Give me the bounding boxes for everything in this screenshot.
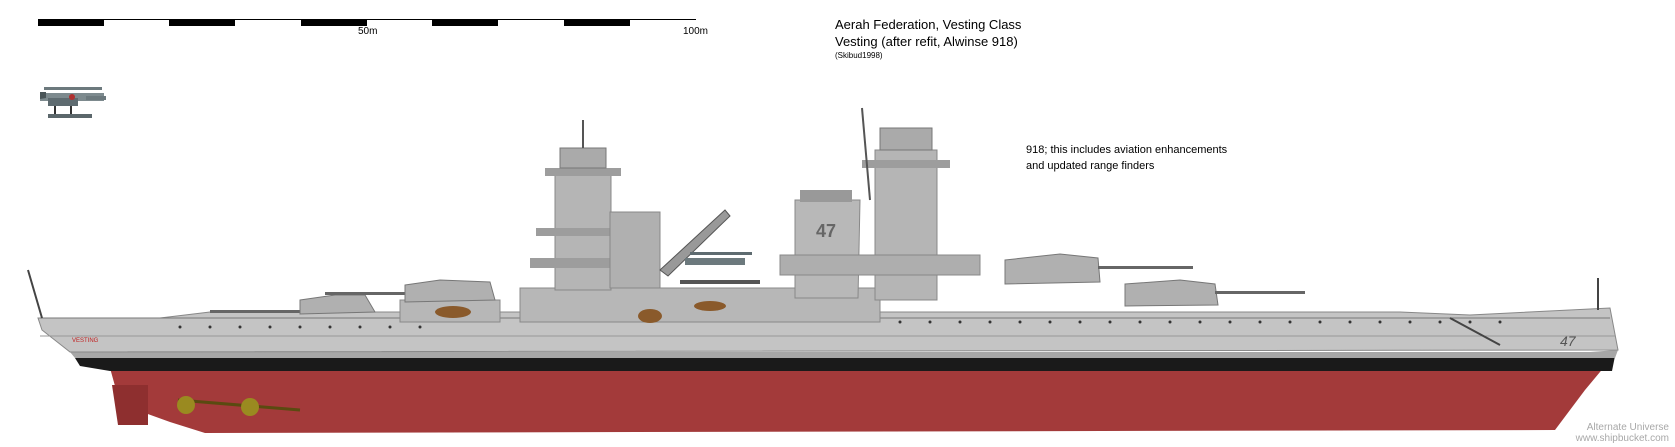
scale-bar: 50m 100m <box>38 17 708 37</box>
propeller <box>241 398 259 416</box>
stern-name: VESTING <box>72 338 99 344</box>
stern-flagstaff <box>27 269 43 319</box>
scale-label-50m: 50m <box>358 26 378 37</box>
aft-turret-upper <box>325 279 496 303</box>
boats <box>435 301 726 323</box>
scale-segment <box>169 20 235 26</box>
scale-label-100m: 100m <box>683 26 709 37</box>
boot-top <box>75 356 1615 371</box>
aft-lower-platform <box>530 258 640 268</box>
author-credit: (Skibud1998) <box>835 51 883 60</box>
scale-segment <box>301 20 367 26</box>
refit-note: 918; this includes aviation enhancements… <box>1026 142 1227 174</box>
scale-bar-line <box>38 19 696 20</box>
aft-turret-lower <box>210 294 376 315</box>
site-credit: Alternate Universe www.shipbucket.com <box>1576 422 1669 444</box>
lower-hull <box>110 360 1610 433</box>
seaplane-icon <box>40 87 106 118</box>
forward-platform <box>862 160 950 168</box>
funnel-pennant: 47 <box>816 221 836 241</box>
funnel <box>794 199 861 299</box>
rudder <box>112 385 148 425</box>
aircraft-crane <box>659 209 731 277</box>
title-line-1: Aerah Federation, Vesting Class <box>835 17 1022 32</box>
foremast <box>861 107 871 201</box>
forward-turret-lower <box>1124 279 1305 307</box>
refit-note-line-2: and updated range finders <box>1026 160 1155 172</box>
boot-top-grey <box>70 350 1618 358</box>
catapult-seaplane <box>680 252 760 284</box>
scale-segment <box>564 20 630 26</box>
aft-upper-platform <box>536 228 630 236</box>
forward-tower <box>874 149 938 301</box>
aft-tower-platform <box>545 168 621 176</box>
forward-rangefinder <box>879 127 933 151</box>
anchor-chain <box>1449 317 1501 346</box>
propeller <box>177 396 195 414</box>
refit-note-line-1: 918; this includes aviation enhancements <box>1026 144 1228 156</box>
funnel-cap <box>800 190 852 202</box>
scale-segment <box>38 20 104 26</box>
credit-line-1: Alternate Universe <box>1586 422 1669 433</box>
aft-rangefinder <box>559 147 607 169</box>
scale-segment <box>432 20 498 26</box>
title-block: Aerah Federation, Vesting Class Vesting … <box>835 16 1021 61</box>
title-line-2: Vesting (after refit, Alwinse 918) <box>835 34 1018 49</box>
hangar-block <box>609 211 661 289</box>
bow-pennant: 47 <box>1560 333 1577 349</box>
forward-turret-superfiring <box>1004 253 1193 285</box>
portholes <box>178 320 1502 329</box>
forward-bridge <box>779 254 981 276</box>
credit-line-2: www.shipbucket.com <box>1575 433 1669 444</box>
